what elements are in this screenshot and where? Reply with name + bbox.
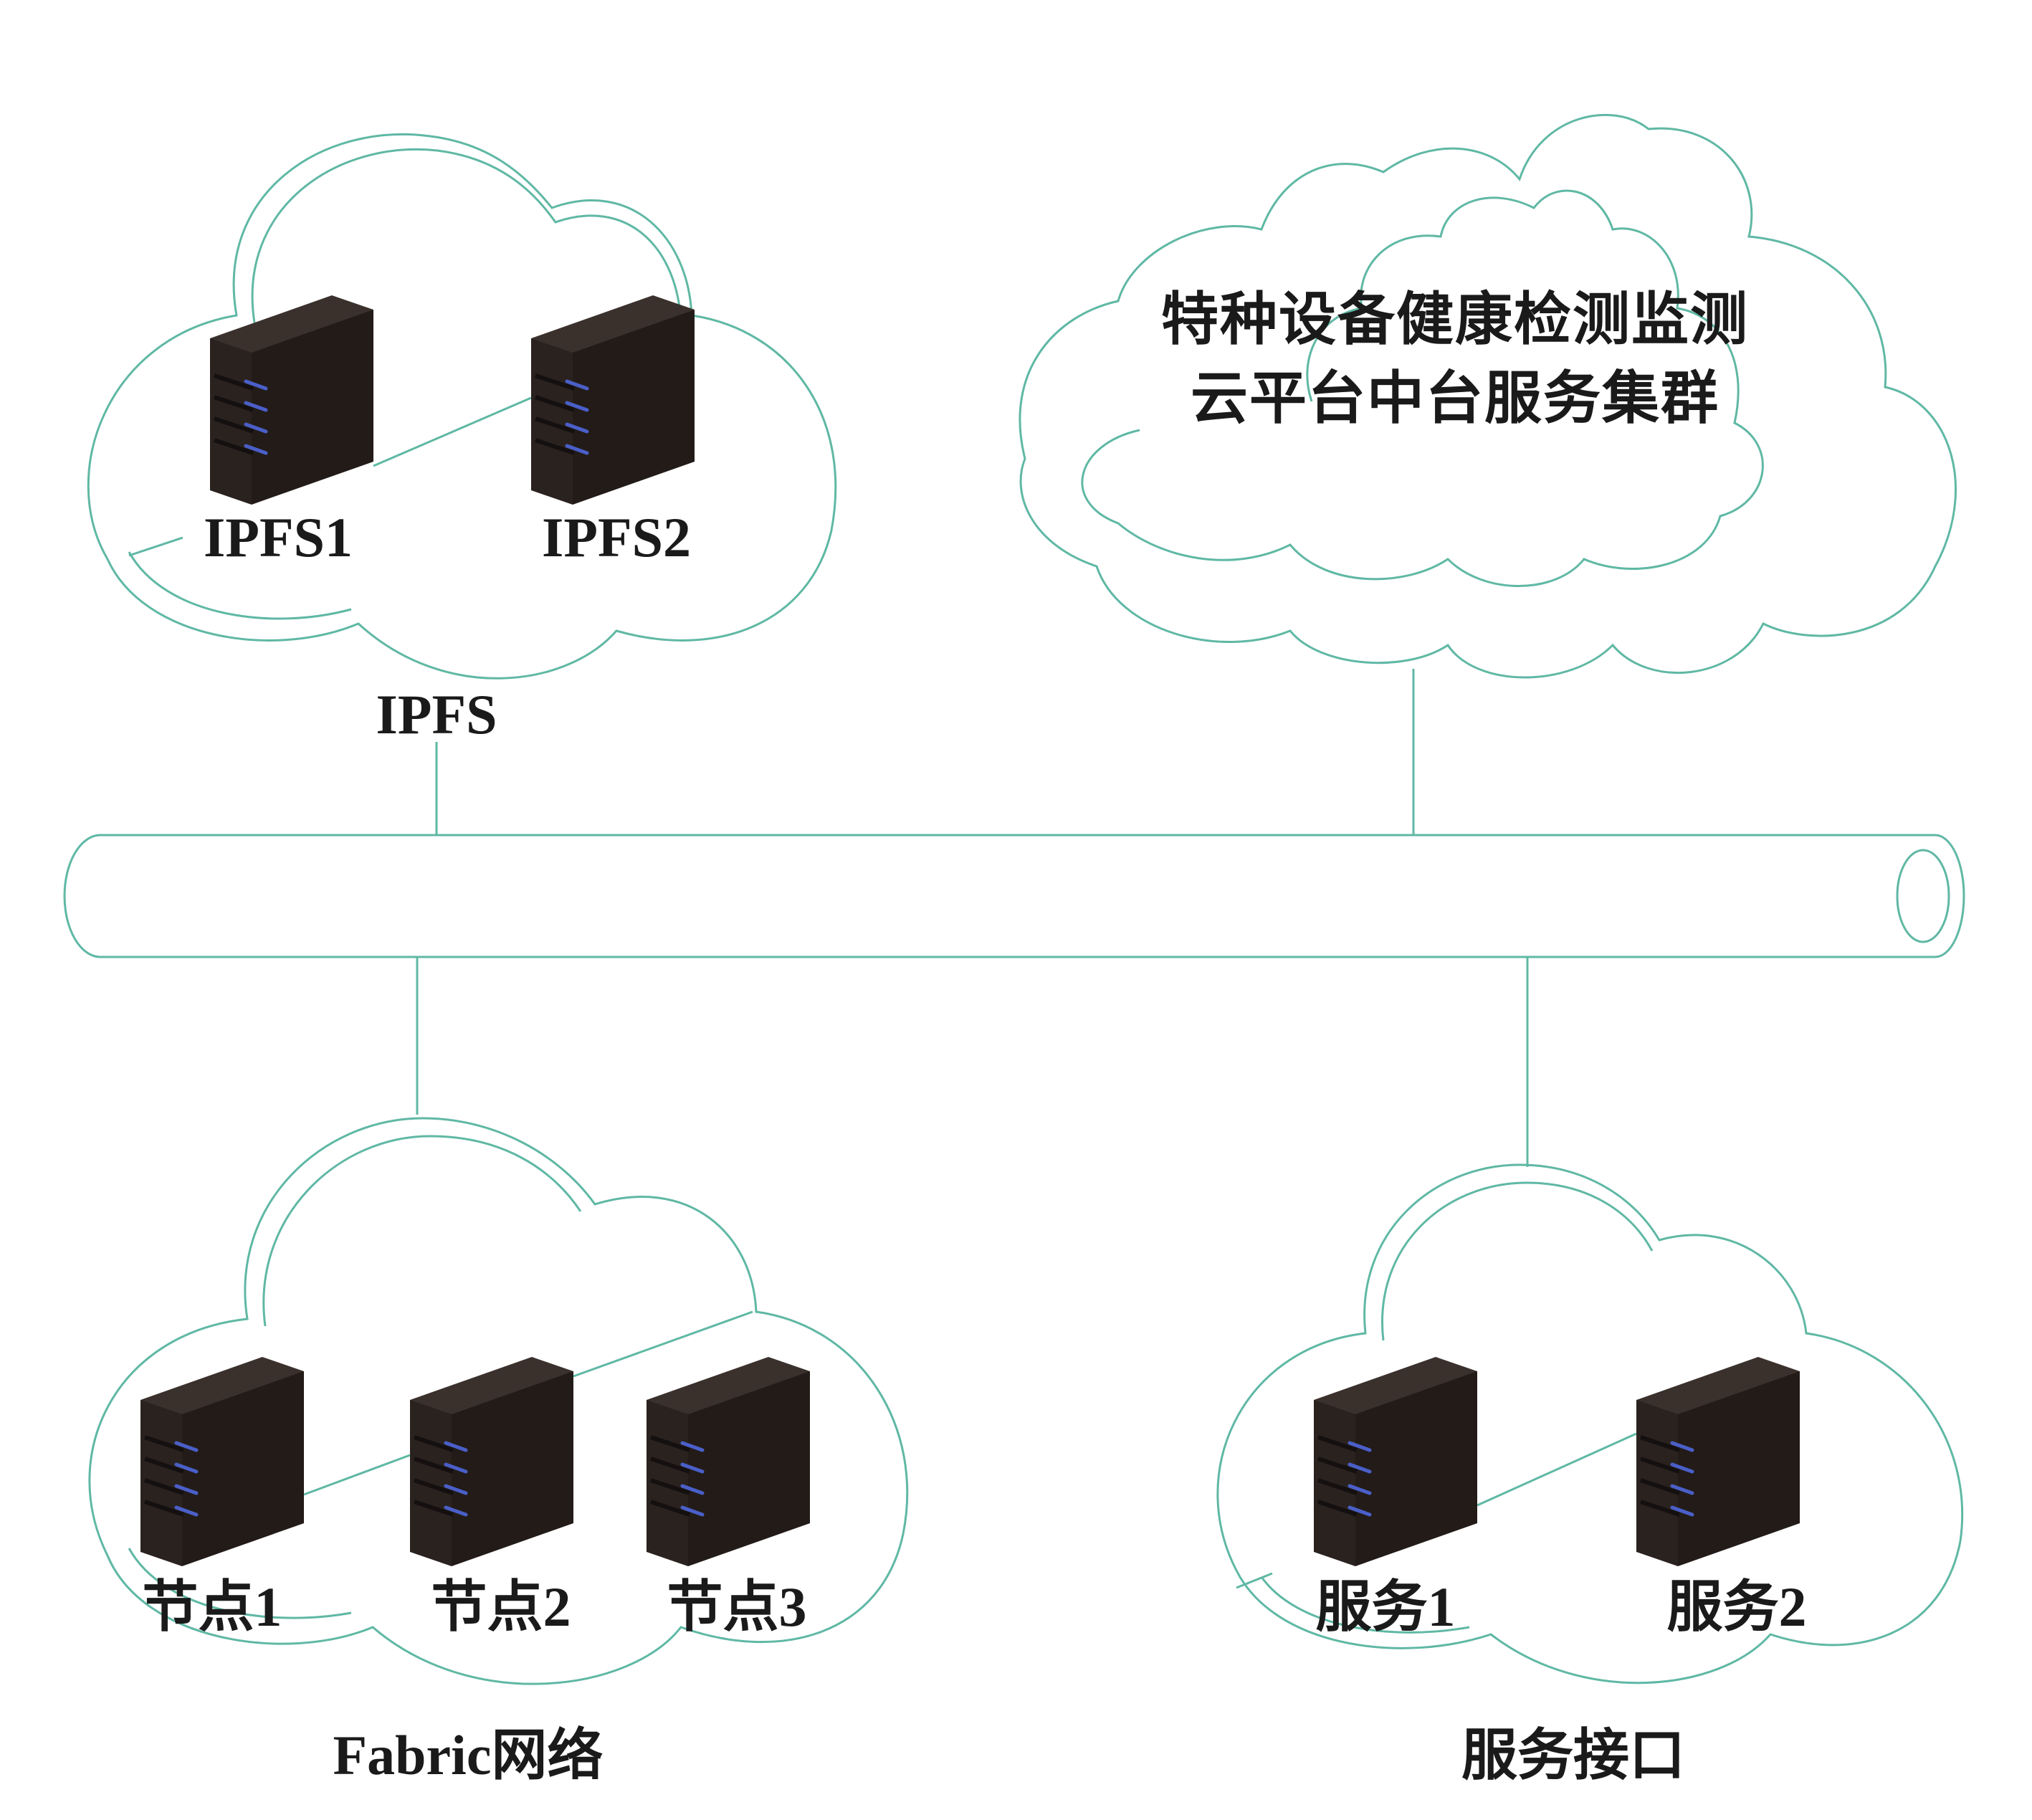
network-bus-pipe: [63, 834, 1965, 958]
platform-title-line1: 特种设备健康检测监测: [1161, 289, 1749, 352]
cluster-label-fabric: Fabric网络: [333, 1724, 604, 1786]
server-label-service2: 服务2: [1666, 1576, 1807, 1638]
server-icon-node2: [410, 1357, 573, 1566]
fabric-link-line-2: [573, 1310, 753, 1378]
server-label-service1: 服务1: [1315, 1576, 1456, 1638]
server-icon-service2: [1636, 1357, 1800, 1566]
server-icon-ipfs1: [210, 295, 373, 505]
server-icon-ipfs2: [531, 295, 695, 505]
server-label-ipfs1: IPFS1: [203, 506, 353, 568]
service-link-line: [1477, 1432, 1637, 1507]
server-icon-node3: [647, 1357, 810, 1566]
fabric-cloud: [88, 1117, 909, 1685]
server-icon-service1: [1314, 1357, 1477, 1566]
cluster-label-service: 服务接口: [1461, 1724, 1686, 1786]
server-label-node1: 节点1: [142, 1576, 282, 1638]
ipfs-cloud: [87, 133, 837, 680]
cluster-label-ipfs: IPFS: [376, 683, 497, 745]
server-label-ipfs2: IPFS2: [541, 506, 692, 568]
ipfs-link-line: [373, 396, 532, 467]
ipfs-link-stub: [128, 536, 183, 557]
server-label-node2: 节点2: [431, 1576, 571, 1638]
service-cloud: [1216, 1163, 1964, 1685]
service-link-stub: [1236, 1572, 1273, 1589]
platform-cloud: [1019, 114, 1957, 679]
fabric-link-line-1: [303, 1454, 411, 1496]
platform-title-line2: 云平台中台服务集群: [1191, 368, 1719, 431]
server-icon-node1: [140, 1357, 304, 1566]
server-label-node3: 节点3: [667, 1576, 807, 1638]
